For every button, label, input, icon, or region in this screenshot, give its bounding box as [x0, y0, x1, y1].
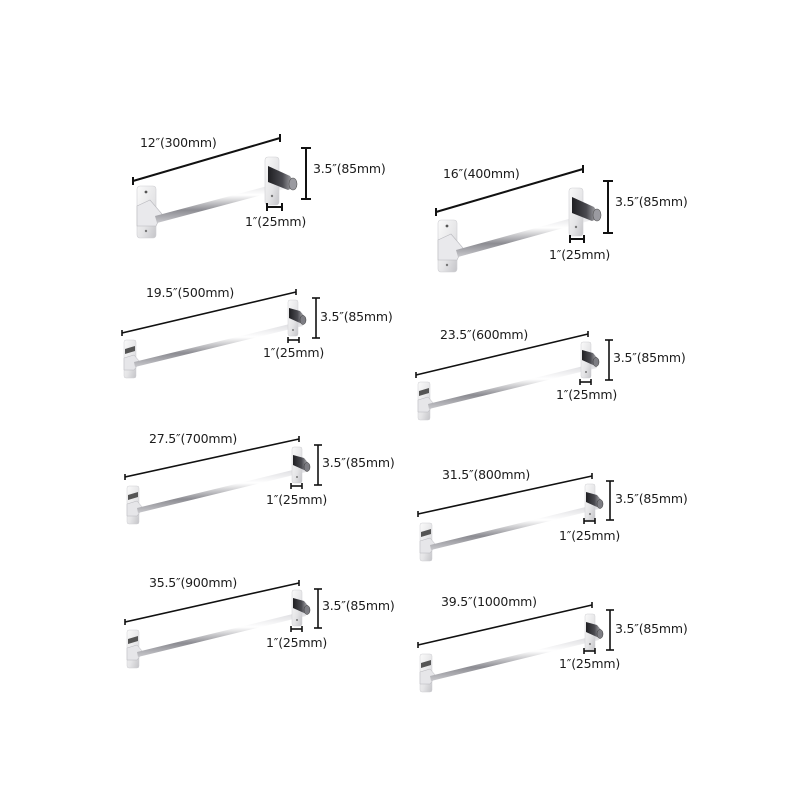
height-label-35-5in: 3.5″(85mm) — [322, 598, 395, 613]
height-label-27-5in: 3.5″(85mm) — [322, 455, 395, 470]
length-label-27-5in: 27.5″(700mm) — [149, 431, 238, 446]
height-label-23-5in: 3.5″(85mm) — [613, 350, 686, 365]
height-label-31-5in: 3.5″(85mm) — [615, 491, 688, 506]
depth-label-31-5in: 1″(25mm) — [559, 528, 621, 543]
length-label-31-5in: 31.5″(800mm) — [442, 467, 531, 482]
towel-bar-27-5in — [124, 436, 322, 525]
length-label-12in: 12″(300mm) — [140, 135, 217, 150]
height-label-16in: 3.5″(85mm) — [615, 194, 688, 209]
length-label-35-5in: 35.5″(900mm) — [149, 575, 238, 590]
depth-label-19-5in: 1″(25mm) — [263, 345, 325, 360]
depth-label-16in: 1″(25mm) — [549, 247, 611, 262]
depth-label-23-5in: 1″(25mm) — [556, 387, 618, 402]
length-label-19-5in: 19.5″(500mm) — [146, 285, 235, 300]
towel-bar-16in — [435, 165, 613, 273]
depth-label-35-5in: 1″(25mm) — [266, 635, 328, 650]
towel-bar-12in — [132, 134, 311, 239]
length-label-39-5in: 39.5″(1000mm) — [441, 594, 537, 609]
towel-bar-19-5in — [121, 289, 320, 379]
height-label-39-5in: 3.5″(85mm) — [615, 621, 688, 636]
depth-label-27-5in: 1″(25mm) — [266, 492, 328, 507]
towel-bar-35-5in — [124, 580, 322, 669]
depth-label-12in: 1″(25mm) — [245, 214, 307, 229]
towel-bar-23-5in — [415, 331, 613, 421]
length-label-16in: 16″(400mm) — [443, 166, 520, 181]
depth-label-39-5in: 1″(25mm) — [559, 656, 621, 671]
towel-bar-31-5in — [417, 473, 614, 562]
length-label-23-5in: 23.5″(600mm) — [440, 327, 529, 342]
towel-bar-39-5in — [417, 602, 614, 693]
height-label-12in: 3.5″(85mm) — [313, 161, 386, 176]
height-label-19-5in: 3.5″(85mm) — [320, 309, 393, 324]
